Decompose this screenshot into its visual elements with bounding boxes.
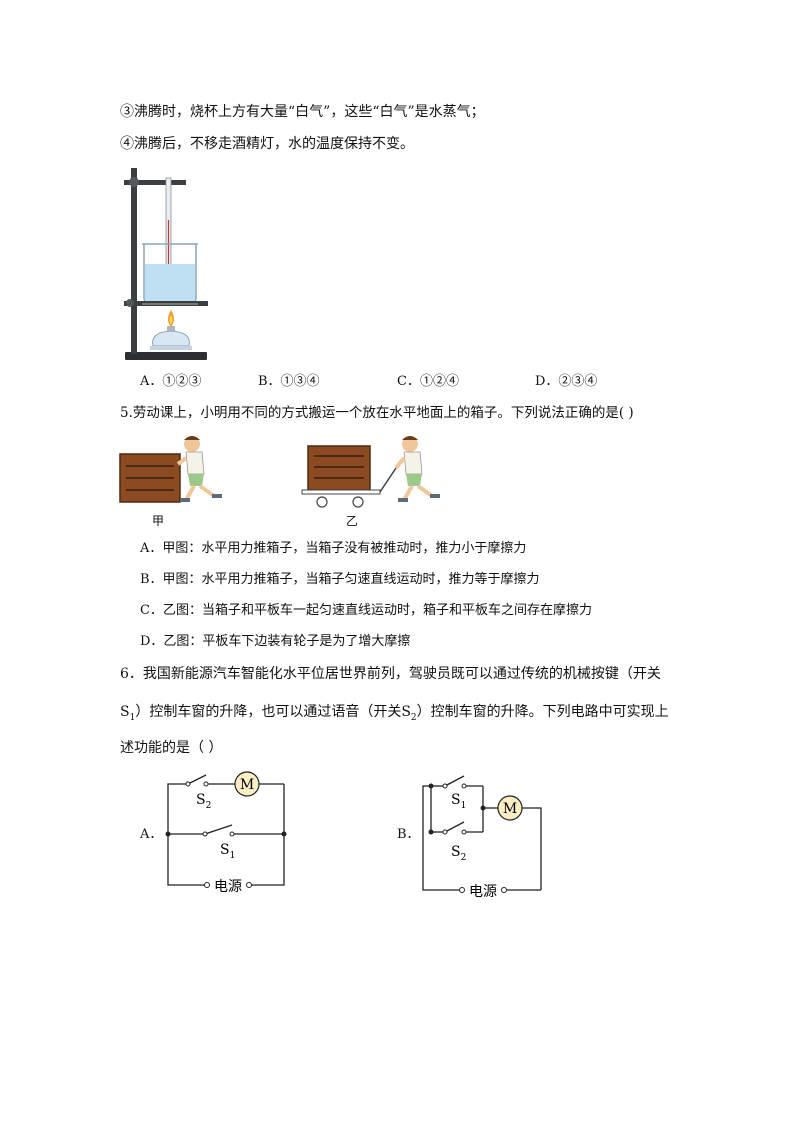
q4-option-d[interactable]: D．②③④ (535, 374, 598, 389)
q5-option-c[interactable]: C．乙图：当箱子和平板车一起匀速直线运动时，箱子和平板车之间存在摩擦力 (140, 603, 592, 618)
q4-option-b[interactable]: B．①③④ (258, 374, 320, 389)
q4-option-c[interactable]: C．①②④ (397, 374, 459, 389)
circuit-b-s2-label: S2 (451, 844, 466, 863)
circuit-b-s1-label: S1 (451, 792, 466, 811)
boiling-apparatus-image (124, 168, 208, 360)
figure-yi-caption: 乙 (346, 514, 359, 528)
circuit-a-power-label: 电源 (214, 879, 242, 895)
circuit-a-s1-label: S1 (220, 842, 235, 861)
q6-stem-line-1: 6．我国新能源汽车智能化水平位居世界前列，驾驶员既可以通过传统的机械按键（开关 (120, 666, 661, 682)
q6-stem-line-3: 述功能的是（ ） (120, 740, 223, 756)
q6-stem-line-2: S1）控制车窗的升降，也可以通过语音（开关S2）控制车窗的升降。下列电路中可实现… (120, 704, 669, 723)
figure-yi-pushing-cart (301, 436, 440, 508)
q6-option-b[interactable]: B． (397, 827, 420, 842)
q4-statement-3: ③沸腾时，烧杯上方有大量“白气”，这些“白气”是水蒸气； (120, 104, 485, 120)
circuit-b-power-label: 电源 (469, 884, 497, 900)
q5-option-d[interactable]: D．乙图：平板车下边装有轮子是为了增大摩擦 (140, 634, 411, 649)
q4-option-a[interactable]: A．①②③ (140, 374, 202, 389)
q5-option-b[interactable]: B．甲图：水平用力推箱子，当箱子匀速直线运动时，推力等于摩擦力 (140, 572, 540, 587)
q5-option-a[interactable]: A．甲图：水平用力推箱子，当箱子没有被推动时，推力小于摩擦力 (140, 541, 527, 556)
circuit-a-diagram: M S2 S1 电源 (165, 771, 287, 895)
figure-jia-caption: 甲 (152, 514, 165, 528)
circuit-a-motor-label: M (240, 777, 254, 793)
circuit-a-s2-label: S2 (196, 792, 211, 811)
figure-jia-pushing-box (119, 436, 222, 503)
circuit-b-motor-label: M (503, 801, 517, 817)
circuit-b-diagram: M S1 S2 电源 (422, 775, 542, 900)
q5-stem: 5.劳动课上，小明用不同的方式搬运一个放在水平地面上的箱子。下列说法正确的是( … (120, 405, 634, 421)
q4-statement-4: ④沸腾后，不移走酒精灯，水的温度保持不变。 (120, 136, 414, 152)
q6-option-a[interactable]: A． (140, 827, 163, 842)
